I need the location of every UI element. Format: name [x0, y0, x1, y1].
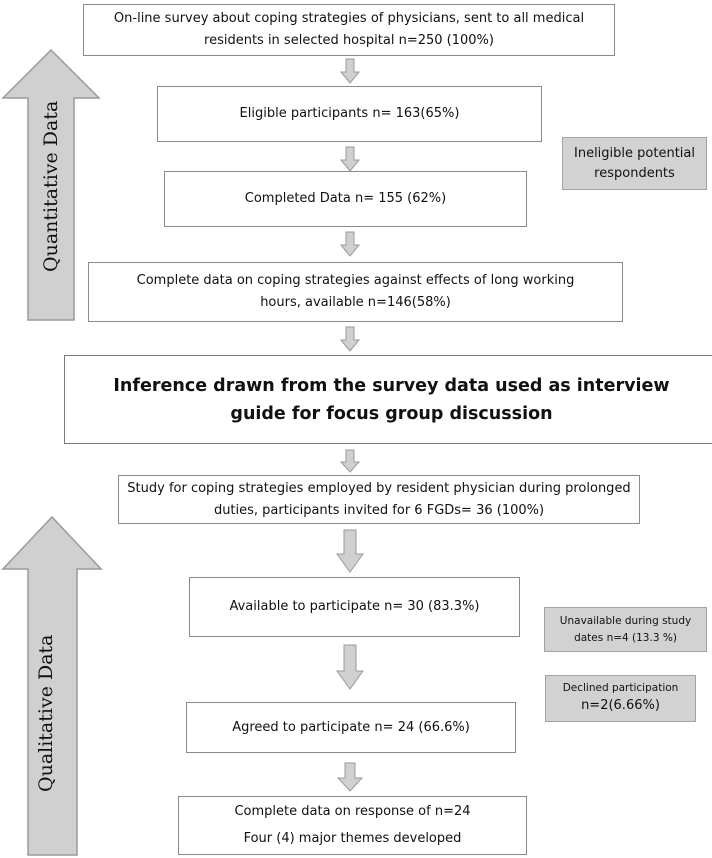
down-arrow-2 — [340, 146, 360, 172]
step-final-line2: Four (4) major themes developed — [243, 831, 462, 846]
qualitative-up-arrow — [1, 515, 103, 856]
step-inference-drawn-text: Inference drawn from the survey data use… — [113, 375, 670, 424]
declined-line1: Declined participation — [562, 682, 679, 694]
down-arrow-5 — [340, 449, 360, 473]
step-available-to-participate-text: Available to participate n= 30 (83.3%) — [229, 599, 480, 614]
down-arrow-6 — [336, 529, 364, 573]
step-inference-drawn: Inference drawn from the survey data use… — [64, 355, 712, 444]
step-complete-coping-data-text: Complete data on coping strategies again… — [136, 273, 575, 310]
step-fgd-invitation-text: Study for coping strategies employed by … — [127, 480, 631, 518]
down-arrow-3 — [340, 231, 360, 257]
step-final-themes: Complete data on response of n=24 Four (… — [178, 796, 527, 855]
step-eligible-participants-text: Eligible participants n= 163(65%) — [239, 106, 460, 121]
down-arrow-7 — [336, 644, 364, 690]
declined-line2: n=2(6.66%) — [581, 698, 660, 713]
step-fgd-invitation: Study for coping strategies employed by … — [118, 475, 640, 524]
step-online-survey-text: On-line survey about coping strategies o… — [113, 11, 585, 48]
step-online-survey: On-line survey about coping strategies o… — [83, 4, 615, 56]
unavailable-text: Unavailable during study dates n=4 (13.3… — [559, 614, 692, 644]
ineligible-respondents-text: Ineligible potential respondents — [574, 145, 695, 181]
down-arrow-8 — [337, 762, 363, 792]
step-agreed-to-participate: Agreed to participate n= 24 (66.6%) — [186, 702, 516, 753]
declined-participation-box: Declined participation n=2(6.66%) — [545, 675, 696, 722]
unavailable-box: Unavailable during study dates n=4 (13.3… — [544, 607, 707, 652]
step-completed-data-text: Completed Data n= 155 (62%) — [244, 191, 447, 206]
step-available-to-participate: Available to participate n= 30 (83.3%) — [189, 577, 520, 637]
step-eligible-participants: Eligible participants n= 163(65%) — [157, 86, 542, 142]
step-completed-data: Completed Data n= 155 (62%) — [164, 171, 527, 227]
quantitative-up-arrow — [1, 48, 101, 321]
step-complete-coping-data: Complete data on coping strategies again… — [88, 262, 623, 322]
ineligible-respondents-box: Ineligible potential respondents — [562, 137, 707, 190]
quantitative-data-label: Quantitative Data — [40, 100, 62, 272]
step-agreed-to-participate-text: Agreed to participate n= 24 (66.6%) — [232, 719, 470, 735]
step-final-line1: Complete data on response of n=24 — [234, 804, 471, 819]
qualitative-data-label: Qualitative Data — [35, 634, 57, 792]
down-arrow-1 — [340, 58, 360, 84]
down-arrow-4 — [340, 326, 360, 352]
